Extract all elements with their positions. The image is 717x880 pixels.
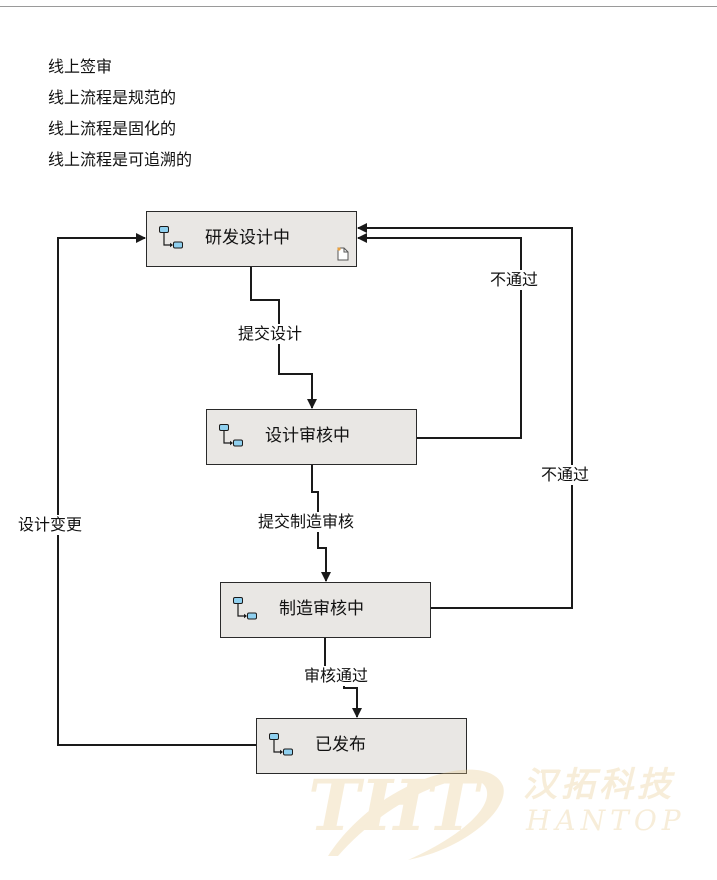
top-divider bbox=[0, 6, 717, 7]
workflow-state-icon bbox=[269, 733, 293, 756]
bullet-item: 线上流程是规范的 bbox=[48, 88, 177, 107]
state-node-released[interactable]: 已发布 bbox=[256, 718, 467, 774]
bullet-item: 线上签审 bbox=[48, 57, 113, 76]
node-label: 制造审核中 bbox=[279, 599, 364, 619]
edge-label-review-passed: 审核通过 bbox=[303, 666, 370, 686]
edge-label-submit-design: 提交设计 bbox=[237, 324, 304, 344]
company-watermark-logo: THT 汉拓科技 HANTOP bbox=[308, 764, 686, 860]
logo-text: THT bbox=[308, 764, 483, 847]
workflow-state-icon bbox=[159, 226, 183, 249]
edge-reject-manufacturing-review bbox=[357, 223, 573, 609]
company-name-cn: 汉拓科技 bbox=[523, 765, 676, 805]
edge-reject-design-review bbox=[357, 233, 522, 439]
state-node-manufacturing-review[interactable]: 制造审核中 bbox=[220, 582, 431, 638]
state-node-design-review[interactable]: 设计审核中 bbox=[206, 409, 417, 465]
company-name-en: HANTOP bbox=[525, 804, 686, 837]
edge-label-design-change: 设计变更 bbox=[17, 515, 84, 535]
document-icon bbox=[337, 247, 349, 261]
node-label: 设计审核中 bbox=[265, 426, 350, 446]
workflow-state-icon bbox=[219, 424, 243, 447]
edge-label-reject-manufacturing-review: 不通过 bbox=[540, 465, 591, 485]
node-label: 研发设计中 bbox=[205, 228, 290, 248]
logo-swoosh bbox=[328, 769, 504, 860]
state-node-designing[interactable]: 研发设计中 bbox=[146, 211, 357, 267]
edge-design-change bbox=[57, 233, 256, 746]
edge-label-submit-manufacturing-review: 提交制造审核 bbox=[257, 512, 356, 532]
node-label: 已发布 bbox=[315, 735, 366, 755]
bullet-list: 线上签审 线上流程是规范的 线上流程是固化的 线上流程是可追溯的 bbox=[48, 51, 192, 175]
bullet-item: 线上流程是可追溯的 bbox=[48, 150, 193, 169]
edge-label-reject-design-review: 不通过 bbox=[489, 270, 540, 290]
workflow-state-icon bbox=[233, 597, 257, 620]
bullet-item: 线上流程是固化的 bbox=[48, 119, 177, 138]
